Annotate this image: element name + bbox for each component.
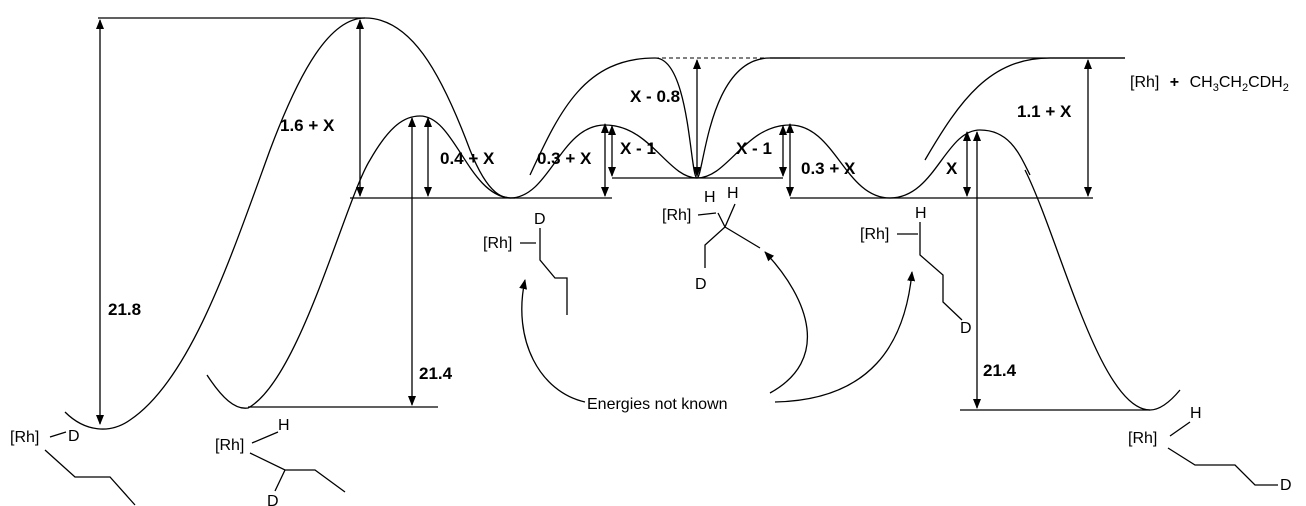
structure-3: [Rh] D [483, 211, 568, 315]
svg-text:[Rh] + CH3CH2CDH2: [Rh] + CH3CH2CDH2 [1130, 74, 1289, 94]
label-0-4-x: 0.4 + X [440, 149, 495, 168]
label-x: X [946, 159, 958, 178]
label-x-minus-0-8: X - 0.8 [630, 87, 680, 106]
s4-rh: [Rh] [662, 207, 691, 224]
label-1-6-x: 1.6 + X [280, 116, 335, 135]
annotation-energies-not-known: Energies not known [587, 396, 728, 413]
s2-h: H [278, 417, 290, 434]
product-plus: + [1170, 74, 1179, 91]
formula-part-4: CDH [1248, 74, 1283, 91]
s6-rh: [Rh] [1128, 430, 1157, 447]
label-21-4-left: 21.4 [419, 364, 453, 383]
structure-6: [Rh] H D [1128, 405, 1292, 494]
energy-curve-inner-left [206, 115, 511, 409]
formula-part-0: CH [1190, 74, 1213, 91]
formula-part-3: 2 [1242, 82, 1248, 94]
label-x-minus-1-left: X - 1 [620, 139, 656, 158]
label-0-3-x-right: 0.3 + X [801, 159, 856, 178]
structure-2: [Rh] H D [215, 417, 346, 506]
product-rh: [Rh] [1130, 74, 1159, 91]
annotation-arrow-2 [764, 251, 808, 394]
s4-d: D [695, 276, 707, 293]
s6-d: D [1280, 477, 1292, 494]
label-x-minus-1-right: X - 1 [736, 139, 772, 158]
structure-4: [Rh] H H D [662, 185, 761, 293]
s3-rh: [Rh] [483, 235, 512, 252]
s5-d: D [960, 320, 972, 337]
s2-d: D [267, 493, 279, 506]
annotation-arrow-1 [519, 279, 586, 403]
s4-h1: H [704, 189, 716, 206]
energy-curve-outer [64, 17, 516, 430]
formula-part-2: CH [1219, 74, 1242, 91]
s1-rh: [Rh] [10, 429, 39, 446]
label-21-8: 21.8 [108, 300, 141, 319]
structure-1: [Rh] D [10, 428, 136, 506]
annotation-arrow-3 [774, 271, 916, 403]
s4-h2: H [727, 185, 739, 202]
label-0-3-x-left: 0.3 + X [537, 149, 592, 168]
energy-curve-right [1024, 169, 1181, 411]
formula-part-5: 2 [1283, 82, 1289, 94]
s3-d: D [534, 211, 546, 228]
s2-rh: [Rh] [215, 437, 244, 454]
structure-5: [Rh] H D [860, 205, 972, 337]
s6-h: H [1190, 405, 1202, 422]
label-21-4-right: 21.4 [983, 361, 1017, 380]
s1-d: D [68, 428, 80, 445]
s5-rh: [Rh] [860, 226, 889, 243]
product-label: [Rh] + CH3CH2CDH2 [1130, 74, 1289, 94]
formula-part-1: 3 [1213, 82, 1219, 94]
label-1-1-x: 1.1 + X [1017, 102, 1072, 121]
s5-h: H [915, 205, 927, 222]
energy-curve-upper-middle [529, 57, 800, 179]
